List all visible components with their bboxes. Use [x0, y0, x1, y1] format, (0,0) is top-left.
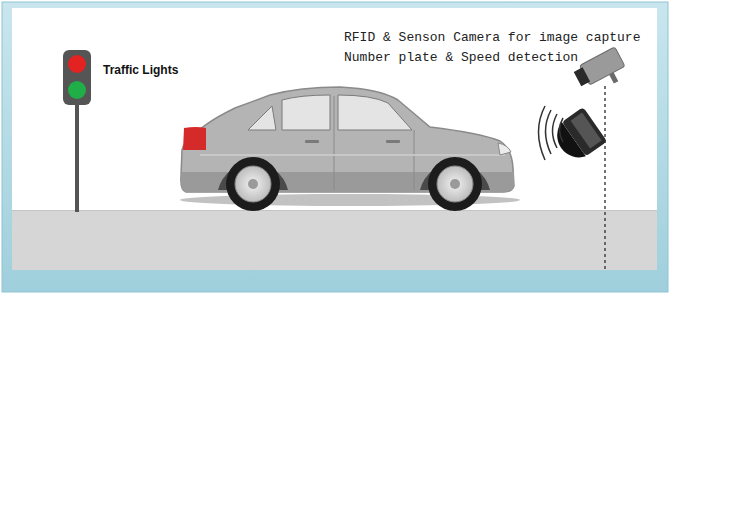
sensor-label: Number plate & Speed detection [344, 50, 578, 65]
frame [2, 2, 668, 292]
traffic-light [63, 50, 91, 212]
car [180, 87, 520, 211]
rfid-sensor [539, 106, 608, 165]
sensor-label: RFID & Senson Camera for image capture [344, 30, 640, 45]
traffic-light-label: Traffic Lights [103, 63, 178, 77]
sensor-pole [604, 86, 606, 270]
road [12, 210, 657, 270]
camera [572, 47, 629, 98]
panel [12, 8, 657, 270]
